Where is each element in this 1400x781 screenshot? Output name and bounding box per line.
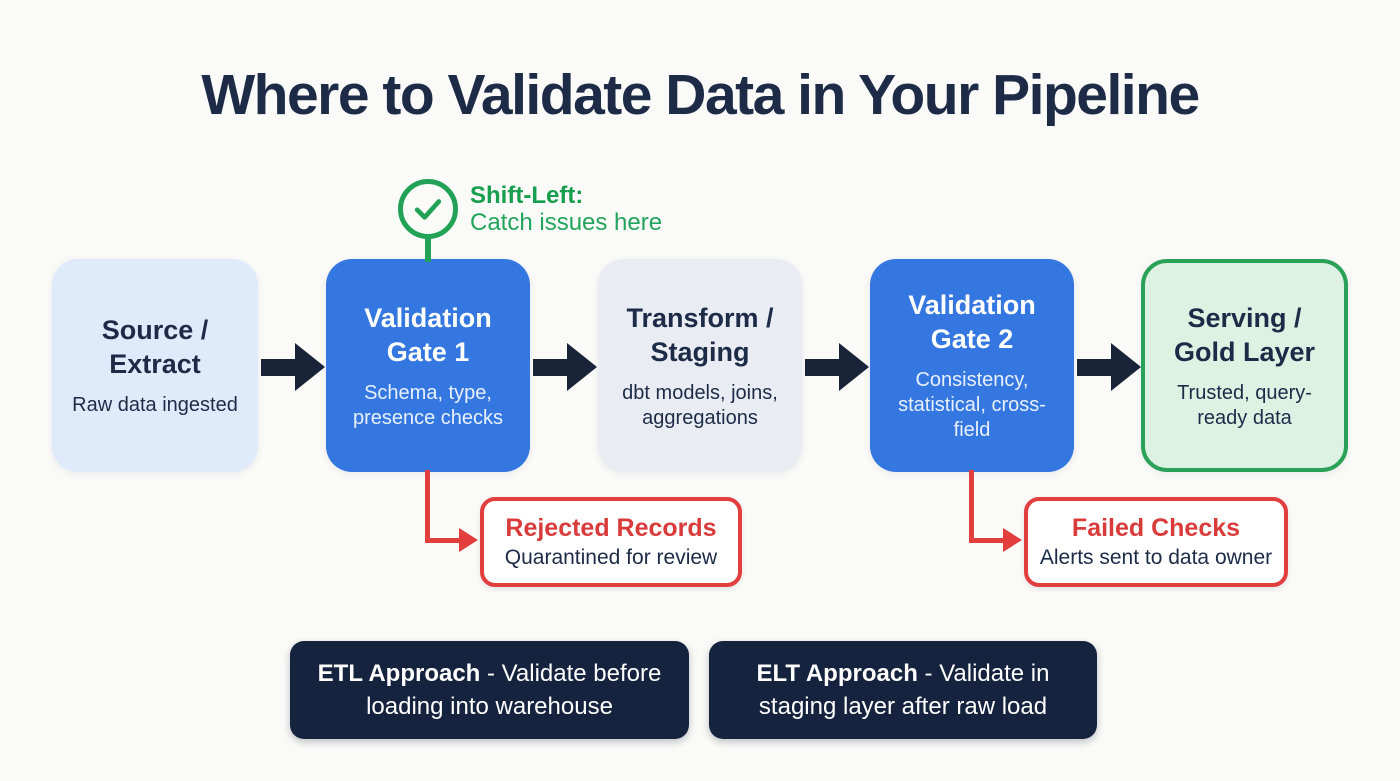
stage-subtitle: Schema, type, presence checks [352,381,504,429]
stage-title: Transform / Staging [626,302,774,367]
pipeline-stage-serving-gold-layer: Serving / Gold Layer Trusted, query-read… [1141,259,1348,472]
callout-stem-line [425,238,431,262]
stage-subtitle: Trusted, query-ready data [1177,381,1312,429]
pipeline-stage-source-extract: Source / Extract Raw data ingested [52,259,258,472]
flow-arrow-icon [261,343,325,391]
checkmark-glyph [414,199,442,220]
stage-title: Validation Gate 1 [364,302,492,367]
stage-subtitle: Consistency, statistical, cross-field [898,369,1046,441]
pipeline-stage-transform-staging: Transform / Staging dbt models, joins, a… [598,259,802,472]
outcome-rejected-records: Rejected Records Quarantined for review [480,497,742,587]
flow-arrow-icon [805,343,869,391]
outcome-title: Failed Checks [1071,514,1241,542]
shift-left-callout: Shift-Left: Catch issues here [470,182,662,236]
check-circle-icon [398,179,458,239]
approach-description: - Validate before loading into warehouse [366,660,662,720]
approach-name: ETL Approach [317,660,481,687]
reject-arrow-icon [459,528,478,552]
reject-connector-line [969,470,974,540]
stage-title: Source / Extract [101,315,209,379]
elt-approach-note: ELT Approach - Validate in staging layer… [709,641,1097,739]
approach-description: - Validate in staging layer after raw lo… [758,660,1050,720]
callout-description: Catch issues here [470,209,663,236]
pipeline-stage-validation-gate-1: Validation Gate 1 Schema, type, presence… [326,259,530,472]
stage-subtitle: dbt models, joins, aggregations [622,381,778,429]
callout-label: Shift-Left: [470,182,584,209]
outcome-subtitle: Quarantined for review [504,546,718,569]
approach-text: ETL Approach - Validate before loading i… [308,657,671,723]
reject-connector-line [425,470,430,540]
outcome-subtitle: Alerts sent to data owner [1039,546,1273,569]
stage-title: Serving / Gold Layer [1173,302,1316,367]
stage-subtitle: Raw data ingested [72,394,238,416]
reject-arrow-icon [1003,528,1022,552]
flow-arrow-icon [533,343,597,391]
reject-connector-line [969,538,1005,543]
stage-title: Validation Gate 2 [908,290,1036,354]
pipeline-stage-validation-gate-2: Validation Gate 2 Consistency, statistic… [870,259,1074,472]
flow-arrow-icon [1077,343,1141,391]
reject-connector-line [425,538,461,543]
approach-text: ELT Approach - Validate in staging layer… [727,657,1079,723]
outcome-title: Rejected Records [505,514,717,542]
approach-name: ELT Approach [756,660,918,687]
etl-approach-note: ETL Approach - Validate before loading i… [290,641,689,739]
outcome-failed-checks: Failed Checks Alerts sent to data owner [1024,497,1288,587]
page-title: Where to Validate Data in Your Pipeline [201,63,1200,127]
